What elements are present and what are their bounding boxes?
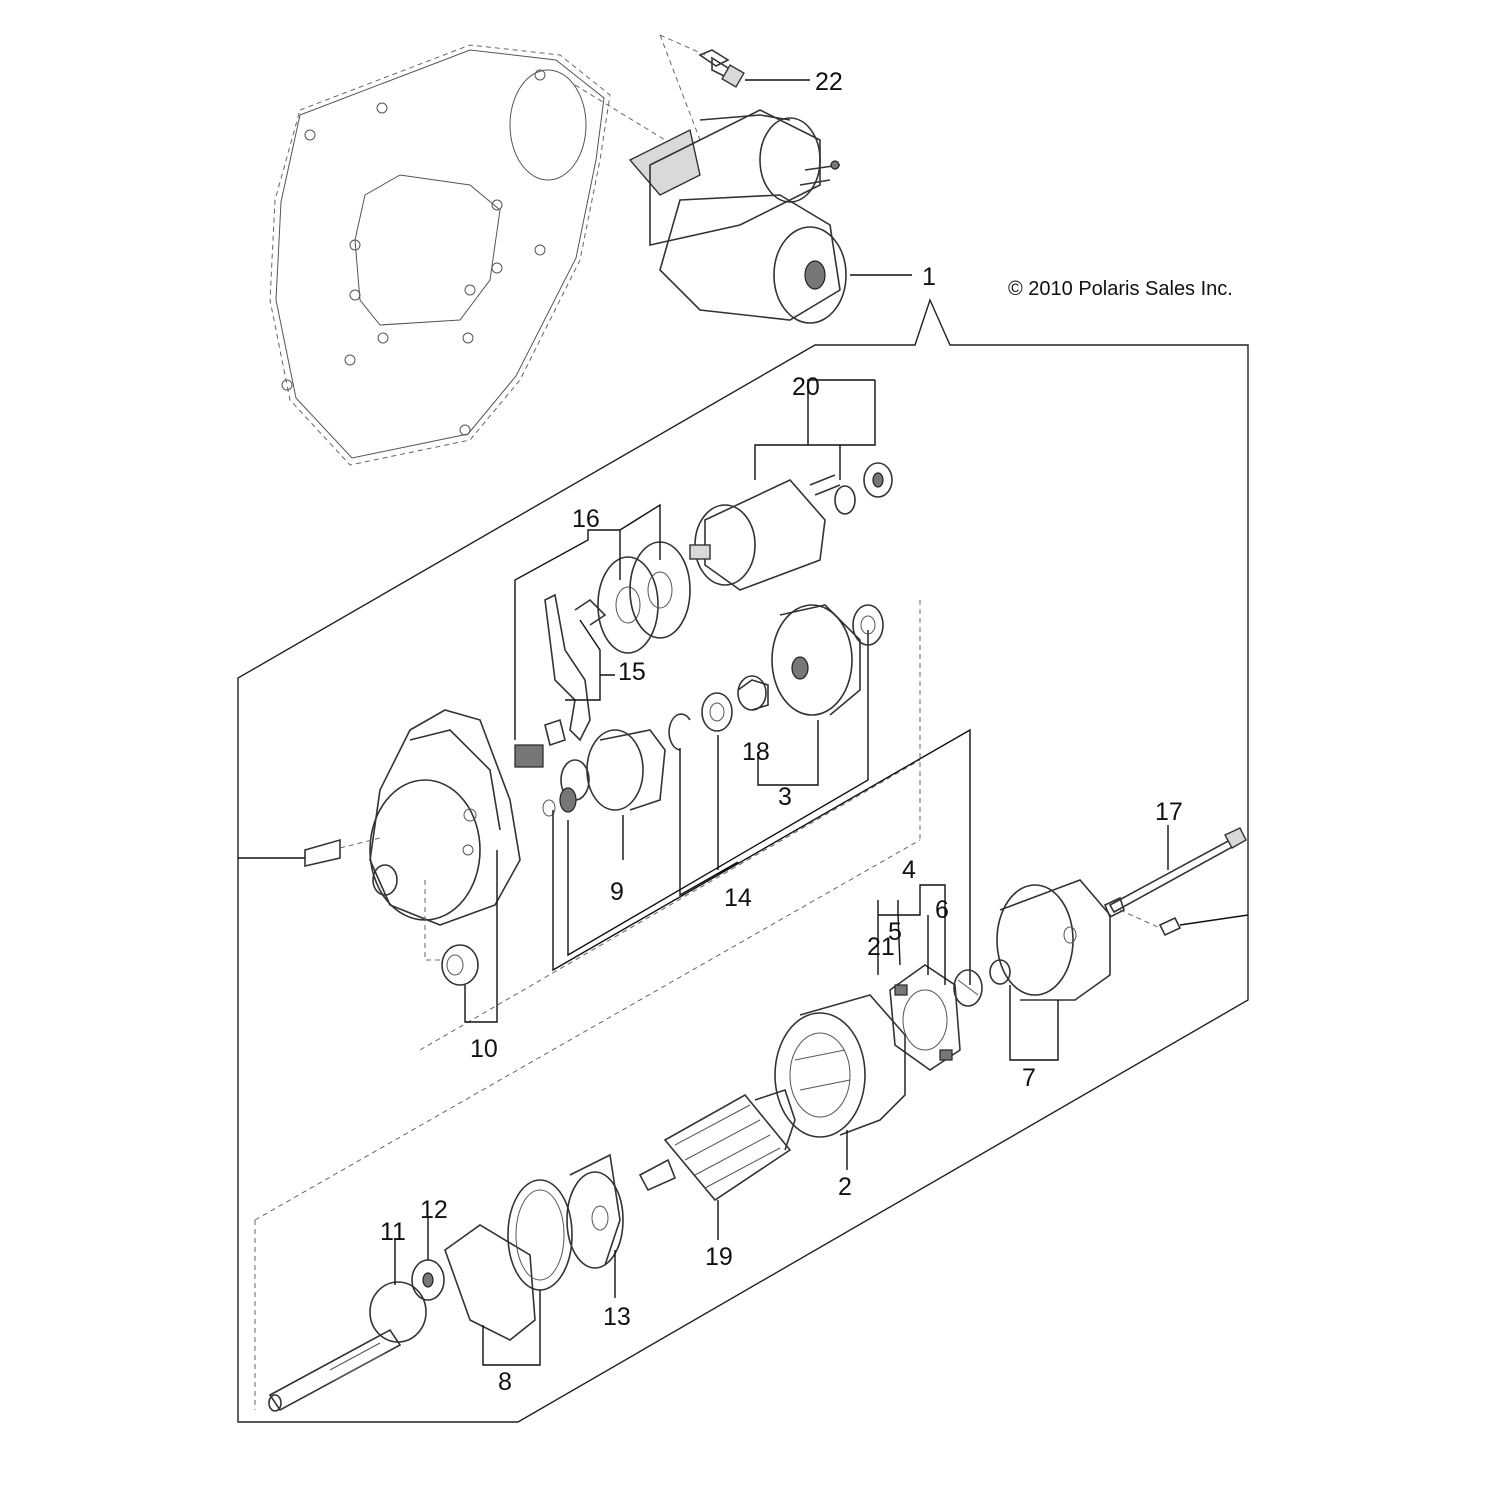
callout-5: 6 xyxy=(935,896,949,924)
thrust-washer xyxy=(953,969,983,1007)
callout-9: 3 xyxy=(778,783,792,811)
gear-housing-9 xyxy=(757,604,884,786)
callout-3: 4 xyxy=(902,856,916,884)
callout-7: 7 xyxy=(1022,1064,1036,1092)
end-cover-7 xyxy=(989,879,1111,1061)
overrunning-clutch-18 xyxy=(542,729,666,860)
brush-holder-assembly xyxy=(877,884,961,1071)
callout-21: 17 xyxy=(1155,798,1183,826)
field-frame-2 xyxy=(774,994,906,1170)
callout-14: 14 xyxy=(724,884,752,912)
bushing-10 xyxy=(737,675,769,711)
copyright-notice: © 2010 Polaris Sales Inc. xyxy=(1008,278,1233,300)
solenoid-20 xyxy=(689,379,893,591)
exploded-view-frame xyxy=(237,298,1249,1423)
callout-12: 13 xyxy=(603,1303,631,1331)
callout-17: 10 xyxy=(470,1035,498,1063)
callout-4: 5 xyxy=(888,918,902,946)
callout-16: 16 xyxy=(572,505,600,533)
starter-motor-assembly xyxy=(574,34,912,324)
brush-block xyxy=(514,744,544,768)
callout-6: 21 xyxy=(867,933,895,961)
ring-gear-11 xyxy=(444,1179,573,1366)
callout-20: 20 xyxy=(792,373,820,401)
through-bolt-21 xyxy=(1103,825,1249,937)
callout-22: 22 xyxy=(815,68,843,96)
leader-14 xyxy=(552,630,971,985)
callout-18: 9 xyxy=(610,878,624,906)
armature-19 xyxy=(638,1088,796,1240)
callout-15: 15 xyxy=(618,658,646,686)
callout-19: 19 xyxy=(705,1243,733,1271)
plates-16 xyxy=(514,503,691,740)
snap-ring xyxy=(668,692,733,751)
callout-1: 1 xyxy=(922,263,936,291)
mounting-bolt-22 xyxy=(659,34,810,88)
engine-plate-outline xyxy=(269,44,611,466)
callout-2: 2 xyxy=(838,1173,852,1201)
callout-10: 18 xyxy=(742,738,770,766)
callout-8: 12 xyxy=(420,1196,448,1224)
callout-11: 8 xyxy=(498,1368,512,1396)
bushing-17 xyxy=(424,850,498,1023)
drive-end-housing xyxy=(238,709,521,926)
callout-13: 11 xyxy=(380,1218,406,1246)
shift-lever-15 xyxy=(544,593,615,747)
plate-12 xyxy=(566,1153,624,1298)
planet-gear-8 xyxy=(411,1218,445,1301)
output-shaft-13 xyxy=(268,1240,427,1412)
